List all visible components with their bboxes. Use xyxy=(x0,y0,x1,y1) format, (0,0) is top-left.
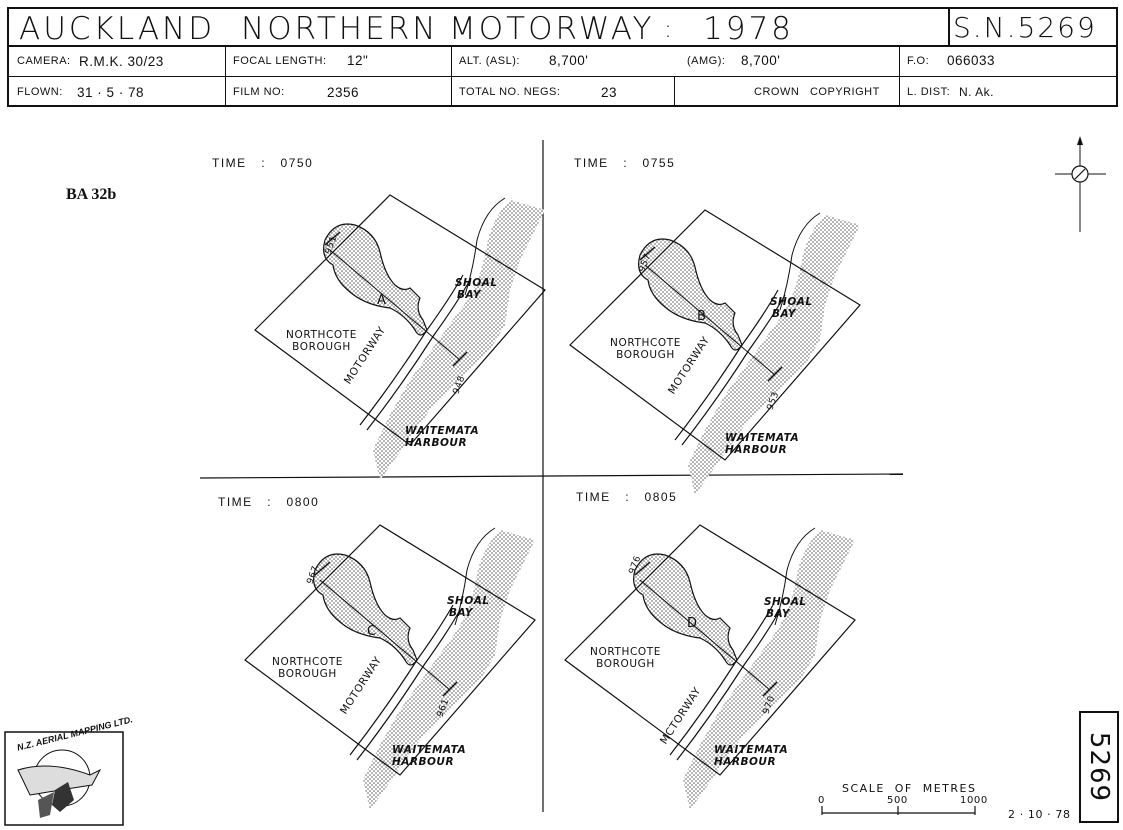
scale-title: SCALE OF METRES xyxy=(842,782,977,795)
ldist-value: N. Ak. xyxy=(959,85,995,99)
sheet-date: 2 · 10 · 78 xyxy=(1008,808,1071,821)
header-table: AUCKLAND NORTHERN MOTORWAY : 1978 S.N.52… xyxy=(7,7,1118,107)
title-separator: : xyxy=(664,15,676,43)
title-place: AUCKLAND xyxy=(19,11,216,47)
flight-letter-d: D xyxy=(687,616,698,631)
alt-amg-label: (AMG): xyxy=(687,55,726,67)
ldist-label: L. DIST: xyxy=(907,86,951,98)
time-label-b: TIME : 0755 xyxy=(574,156,676,170)
title-row: AUCKLAND NORTHERN MOTORWAY : 1978 S.N.52… xyxy=(9,9,1116,47)
camera-row: CAMERA: R.M.K. 30/23 FOCAL LENGTH: 12" A… xyxy=(9,47,1116,77)
north-arrow-icon xyxy=(1055,136,1106,232)
focal-label: FOCAL LENGTH: xyxy=(233,55,327,67)
copyright: CROWN COPYRIGHT xyxy=(754,86,880,98)
time-label-a: TIME : 0750 xyxy=(212,156,314,170)
title-type: MOTORWAY xyxy=(449,11,655,47)
sn-number: S.N.5269 xyxy=(953,11,1097,44)
time-label-d: TIME : 0805 xyxy=(576,490,678,504)
scale-bar xyxy=(821,806,976,815)
negs-value: 23 xyxy=(601,85,618,100)
flight-letter-c: C xyxy=(367,624,377,639)
alt-asl-value: 8,700' xyxy=(549,53,589,68)
scale-tick-500: 500 xyxy=(887,795,908,806)
scale-tick-1000: 1000 xyxy=(960,795,988,806)
focal-value: 12" xyxy=(347,53,369,68)
sheet-reference: BA 32b xyxy=(66,186,117,203)
alt-asl-label: ALT. (ASL): xyxy=(459,55,520,67)
film-value: 2356 xyxy=(327,85,360,100)
alt-amg-value: 8,700' xyxy=(741,53,781,68)
nz-aerial-mapping-logo xyxy=(4,731,124,826)
film-label: FILM NO: xyxy=(233,86,285,98)
time-label-c: TIME : 0800 xyxy=(218,495,320,509)
title-road: NORTHERN xyxy=(241,11,439,47)
flight-row: FLOWN: 31 · 5 · 78 FILM NO: 2356 TOTAL N… xyxy=(9,77,1116,107)
camera-label: CAMERA: xyxy=(17,55,71,67)
flown-value: 31 · 5 · 78 xyxy=(77,85,145,100)
title-year: 1978 xyxy=(703,11,794,47)
camera-value: R.M.K. 30/23 xyxy=(79,54,164,69)
side-number: 5269 xyxy=(1084,731,1115,803)
fo-label: F.O: xyxy=(907,55,930,67)
flight-letter-b: B xyxy=(697,309,707,324)
flight-letter-a: A xyxy=(377,293,387,308)
scale-tick-0: 0 xyxy=(818,795,825,806)
flown-label: FLOWN: xyxy=(17,86,63,98)
side-box xyxy=(1079,711,1119,823)
fo-value: 066033 xyxy=(947,53,996,68)
negs-label: TOTAL NO. NEGS: xyxy=(459,86,561,98)
